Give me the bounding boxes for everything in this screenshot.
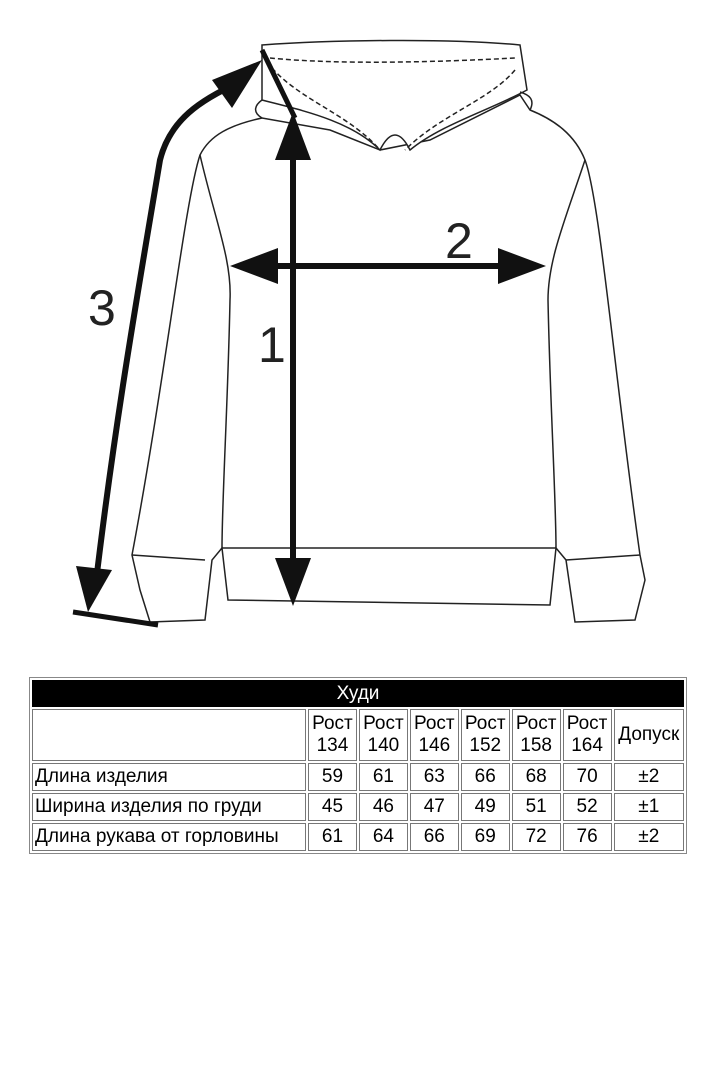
arrowhead-icon bbox=[212, 60, 262, 108]
arrowhead-icon bbox=[275, 558, 311, 606]
sleeve-arrow bbox=[92, 79, 242, 591]
tolerance-cell: ±2 bbox=[613, 763, 684, 791]
label-length: 1 bbox=[258, 317, 286, 373]
cell: 68 bbox=[511, 763, 561, 791]
tolerance-header: Допуск bbox=[613, 709, 684, 761]
table-row: Ширина изделия по груди 45 46 47 49 51 5… bbox=[32, 793, 684, 821]
table-row: Длина изделия 59 61 63 66 68 70 ±2 bbox=[32, 763, 684, 791]
cell: 76 bbox=[562, 823, 612, 851]
cell: 72 bbox=[511, 823, 561, 851]
cell: 70 bbox=[562, 763, 612, 791]
row-label: Длина изделия bbox=[32, 763, 306, 791]
cell: 61 bbox=[358, 763, 408, 791]
tolerance-cell: ±1 bbox=[613, 793, 684, 821]
arrowhead-icon bbox=[230, 248, 278, 284]
label-sleeve: 3 bbox=[88, 280, 116, 336]
hoodie-measurement-diagram: 1 2 3 bbox=[72, 39, 646, 628]
cell: 45 bbox=[308, 793, 357, 821]
table-title: Худи bbox=[32, 680, 684, 707]
cell: 61 bbox=[308, 823, 357, 851]
cell: 69 bbox=[460, 823, 510, 851]
cell: 52 bbox=[562, 793, 612, 821]
cell: 63 bbox=[409, 763, 459, 791]
cell: 64 bbox=[358, 823, 408, 851]
hoodie-outline bbox=[131, 39, 646, 623]
cell: 46 bbox=[358, 793, 408, 821]
arrowhead-icon bbox=[498, 248, 546, 284]
cell: 47 bbox=[409, 793, 459, 821]
cell: 66 bbox=[409, 823, 459, 851]
tolerance-cell: ±2 bbox=[613, 823, 684, 851]
cell: 59 bbox=[308, 763, 357, 791]
label-chest: 2 bbox=[445, 213, 473, 269]
cell: 51 bbox=[511, 793, 561, 821]
cell: 66 bbox=[460, 763, 510, 791]
measurement-arrows bbox=[72, 48, 546, 628]
arrowhead-icon bbox=[275, 112, 311, 160]
row-label: Длина рукава от горловины bbox=[32, 823, 306, 851]
row-label: Ширина изделия по груди bbox=[32, 793, 306, 821]
cell: 49 bbox=[460, 793, 510, 821]
arrowhead-icon bbox=[76, 566, 112, 612]
table-row: Длина рукава от горловины 61 64 66 69 72… bbox=[32, 823, 684, 851]
empty-header-cell bbox=[32, 709, 306, 761]
